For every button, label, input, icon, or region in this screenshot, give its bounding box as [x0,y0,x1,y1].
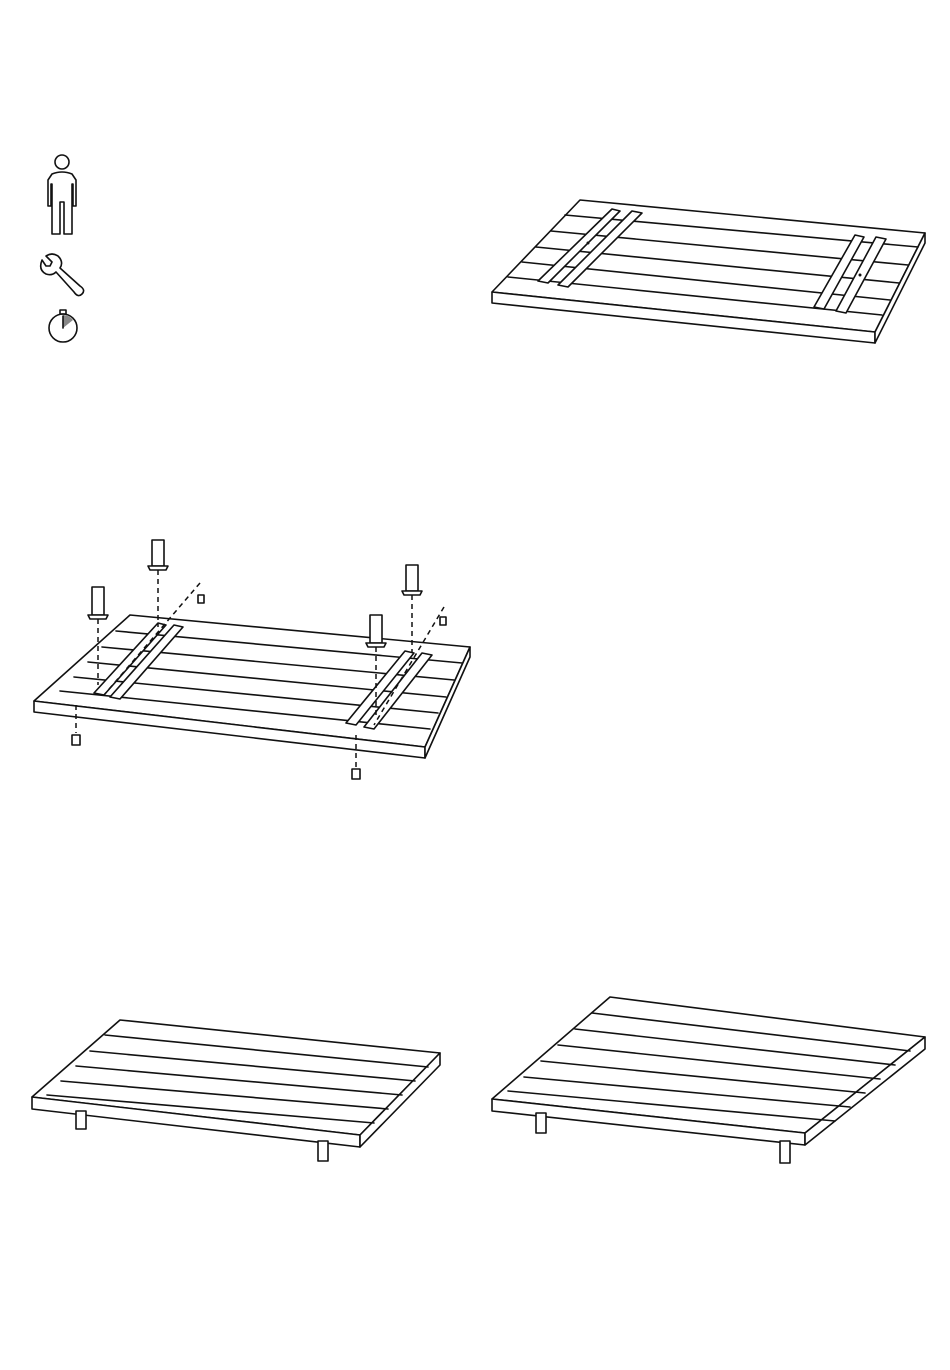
wrench-icon [36,252,96,312]
step-3-diagram [30,1015,445,1165]
leg-3 [402,565,422,595]
tabletop-with-rails [490,195,930,345]
step-4-diagram [490,995,930,1165]
leg-4 [366,615,386,647]
step-1-diagram [490,195,930,345]
stopwatch-icon [44,308,84,348]
step-2-diagram [30,535,475,785]
assembled-table [490,995,930,1165]
requirements-panel [40,150,100,350]
attach-legs-exploded [30,535,475,785]
leg-1 [148,540,168,570]
flip-table [30,1015,445,1165]
leg-2 [88,587,108,619]
